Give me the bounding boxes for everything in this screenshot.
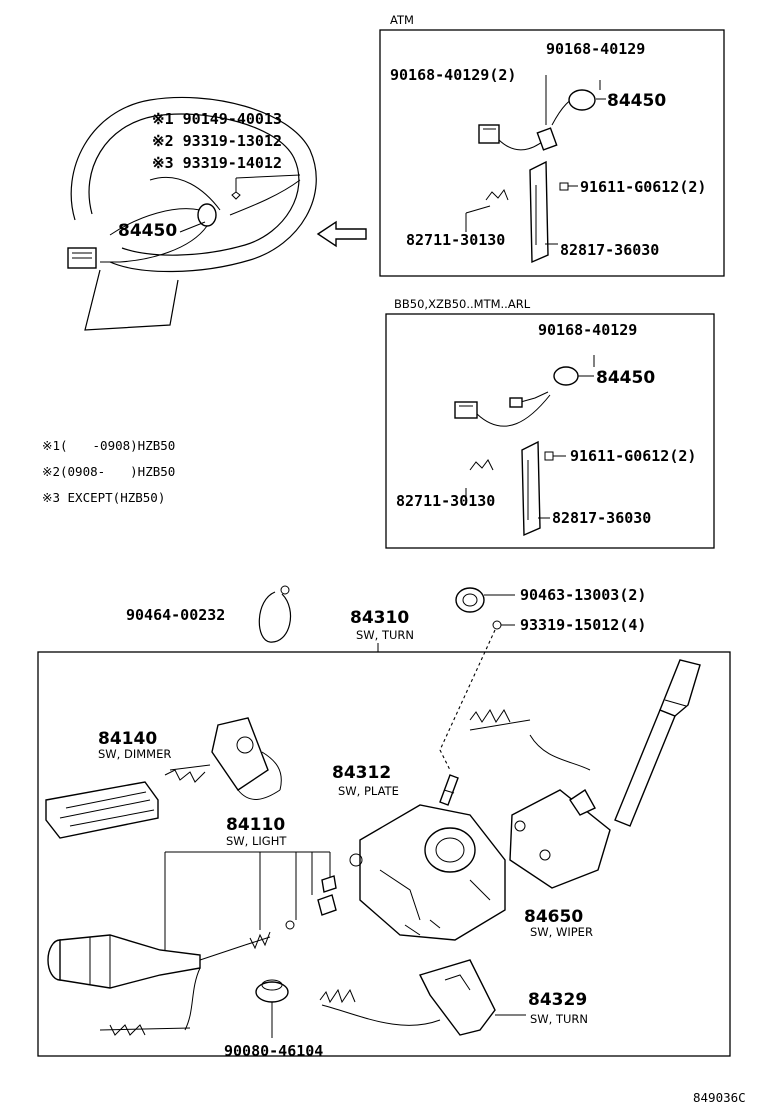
atm-screw-left-label: 90168-40129(2) [390,66,516,84]
dimmer-desc: SW, DIMMER [98,747,171,761]
wheel-note-label-3: ※3 93319-14012 [152,154,282,172]
steering-wheel-illustration [67,96,317,331]
atm-nut-label: 91611-G0612(2) [580,178,706,196]
wheel-part-label: 84450 [118,221,177,241]
mtm-clip-label: 82711-30130 [396,492,495,510]
mtm-heading: BB50,XZB50..MTM..ARL [394,297,531,311]
wiper-desc: SW, WIPER [530,925,593,939]
mtm-switch-label: 84450 [596,368,655,388]
note-3: ※3 EXCEPT(HZB50) [42,490,165,505]
atm-clip-label: 82711-30130 [406,231,505,249]
assembly-box [37,651,731,1057]
note-2: ※2(0908- )HZB50 [42,464,175,479]
mtm-bracket-label: 82817-36030 [552,509,651,527]
atm-heading: ATM [390,13,414,27]
main-part-desc: SW, TURN [356,628,414,642]
main-part-label: 84310 [350,608,409,628]
light-desc: SW, LIGHT [226,834,287,848]
plate-desc: SW, PLATE [338,784,399,798]
mtm-nut-label: 91611-G0612(2) [570,447,696,465]
clamp-illustration [455,587,515,613]
mtm-box [385,313,715,549]
dimmer-part-label: 84140 [98,729,157,749]
turn-part-label: 84329 [528,990,587,1010]
wiper-switch-illustration [469,659,701,889]
atm-switch-label: 84450 [607,91,666,111]
screw-illustration [439,620,515,771]
mtm-screw-label: 90168-40129 [538,321,637,339]
wiper-part-label: 84650 [524,907,583,927]
arrow-left-icon [316,220,367,248]
atm-screw-top-label: 90168-40129 [546,40,645,58]
band-label: 90464-00232 [126,606,225,624]
atm-box [379,29,725,277]
connector-block-illustration [45,781,159,839]
turn-switch-body-illustration [349,804,506,941]
mtm-switch-illustration [454,355,595,537]
screw-label: 93319-15012(4) [520,616,646,634]
light-switch-leader-lines [164,851,331,955]
band-illustration [258,585,292,643]
clamp-label: 90463-13003(2) [520,586,646,604]
wheel-note-label-1: ※1 90149-40013 [152,110,282,128]
turn-desc: SW, TURN [530,1012,588,1026]
light-switch-stalk-illustration [47,875,337,1036]
plate-illustration [439,774,459,806]
wheel-note-label-2: ※2 93319-13012 [152,132,282,150]
light-part-label: 84110 [226,815,285,835]
figure-code: 849036C [693,1090,746,1105]
plate-part-label: 84312 [332,763,391,783]
dimmer-switch-illustration [164,717,282,800]
clip-illustration [255,979,289,1038]
clip-label: 90080-46104 [224,1042,323,1060]
atm-switch-illustration [465,75,606,264]
atm-bracket-label: 82817-36030 [560,241,659,259]
note-1: ※1( -0908)HZB50 [42,438,175,453]
turn-sub-switch-illustration [319,959,526,1036]
